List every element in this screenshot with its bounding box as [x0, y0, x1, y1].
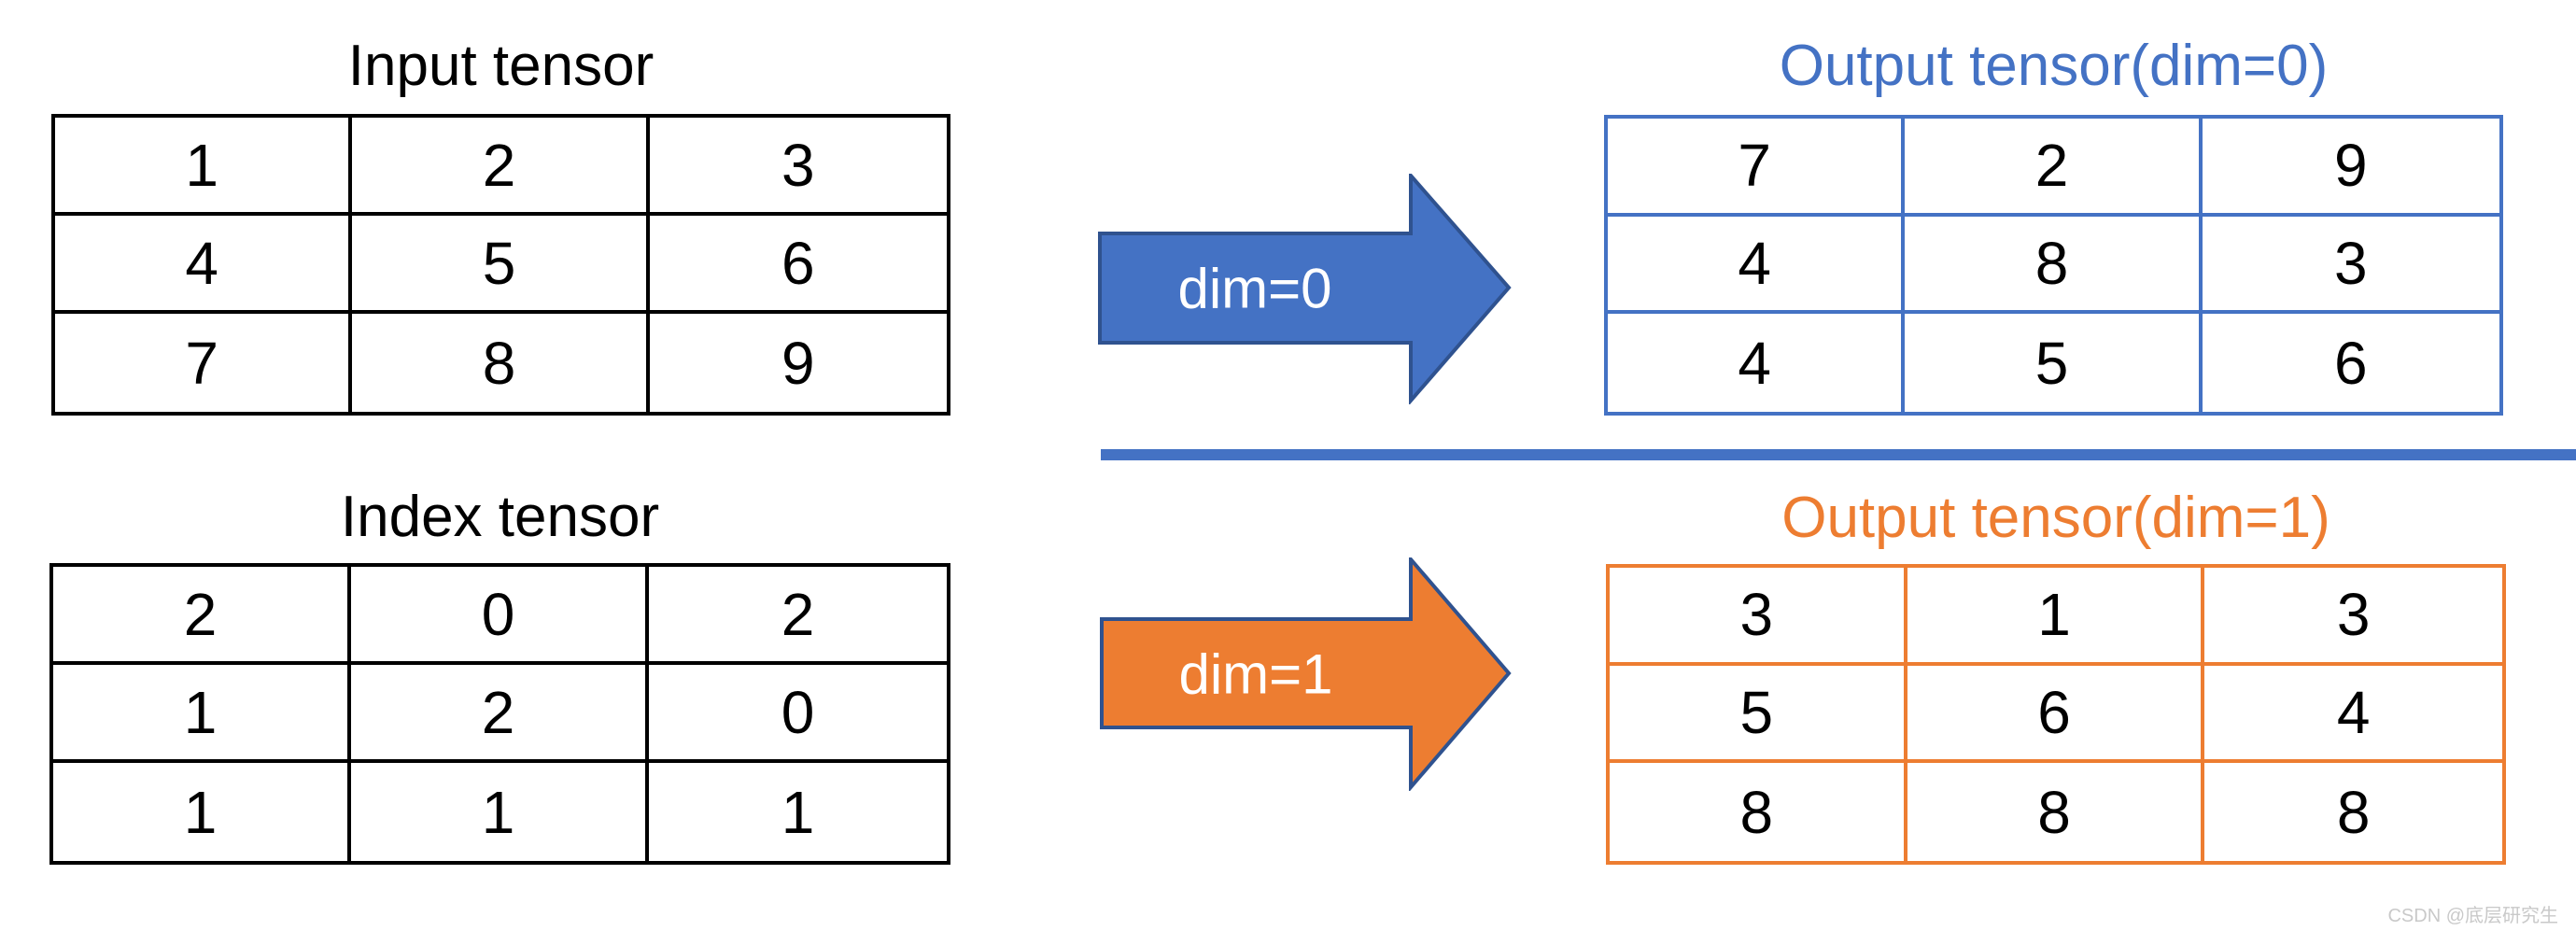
- table-cell: 6: [649, 216, 947, 314]
- table-cell: 1: [351, 763, 649, 861]
- table-cell: 3: [1610, 568, 1907, 666]
- right-arrow-icon: [1100, 176, 1509, 401]
- arrow-dim1: dim=1: [1100, 557, 1512, 791]
- arrow-dim0: dim=0: [1098, 174, 1512, 404]
- input-tensor-table: 1 2 3 4 5 6 7 8 9: [51, 114, 950, 416]
- table-cell: 2: [53, 567, 351, 665]
- table-cell: 6: [2334, 329, 2368, 397]
- table-cell: 1: [53, 763, 351, 861]
- table-cell: 0: [649, 665, 947, 763]
- table-cell: 8: [1610, 763, 1907, 861]
- right-arrow-outline: [1098, 174, 1512, 404]
- table-cell: 0: [351, 567, 649, 665]
- table-cell: 8: [2336, 778, 2371, 846]
- table-cell: 2: [1905, 119, 2203, 217]
- table-cell: 1: [53, 665, 351, 763]
- table-cell: 4: [1608, 314, 1906, 412]
- index-tensor-title: Index tensor: [340, 485, 660, 549]
- table-cell: 5: [1905, 314, 2203, 412]
- table-cell: 9: [2202, 119, 2499, 217]
- table-cell: 3: [2204, 568, 2502, 666]
- section-divider: [1101, 449, 2576, 460]
- output-dim0-title: Output tensor(dim=0): [1779, 34, 2329, 98]
- output-dim1-table: 3 1 3 5 6 4 8 8 8: [1606, 564, 2506, 865]
- table-cell: 8: [1907, 763, 2205, 861]
- table-cell: 1: [1907, 568, 2205, 666]
- table-cell: 5: [352, 216, 650, 314]
- input-tensor-title: Input tensor: [347, 34, 655, 98]
- table-cell: 1: [781, 778, 815, 846]
- table-cell: 7: [1608, 119, 1906, 217]
- arrow-label: dim=0: [1177, 258, 1331, 320]
- index-tensor-table: 2 0 2 1 2 0 1 1 1: [49, 563, 950, 865]
- table-cell: 6: [1907, 665, 2205, 764]
- table-cell: 2: [351, 665, 649, 763]
- table-cell: 3: [649, 118, 947, 216]
- table-cell: 4: [1608, 216, 1906, 315]
- table-cell: 5: [1610, 665, 1907, 764]
- table-cell: 8: [352, 314, 650, 412]
- table-cell: 8: [1905, 216, 2203, 315]
- table-cell: 2: [352, 118, 650, 216]
- table-cell: 2: [649, 567, 947, 665]
- table-cell: 3: [2202, 217, 2499, 315]
- output-dim0-table: 7 2 9 4 8 3 4 5 6: [1604, 115, 2503, 416]
- table-cell: 1: [55, 118, 353, 216]
- arrow-label: dim=1: [1178, 643, 1332, 706]
- table-cell: 4: [55, 216, 353, 314]
- table-cell: 4: [2204, 666, 2502, 764]
- right-arrow-outline: [1100, 557, 1512, 791]
- csdn-watermark: CSDN @底层研究生: [2387, 906, 2558, 926]
- table-cell: 7: [55, 314, 353, 412]
- table-cell: 9: [781, 329, 815, 397]
- right-arrow-icon: [1102, 559, 1509, 787]
- output-dim1-title: Output tensor(dim=1): [1781, 486, 2330, 550]
